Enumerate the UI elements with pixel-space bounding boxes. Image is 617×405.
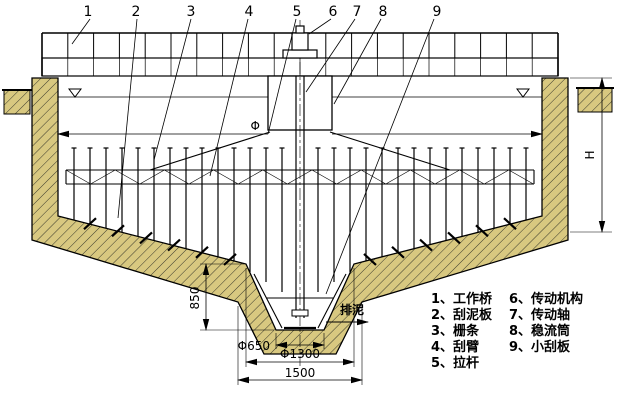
callout-5: 5 [293,4,302,20]
mud-scraper-blades [83,217,517,266]
dim-label-1300: Φ1300 [280,347,320,361]
dim-label-phi: Φ [251,119,260,133]
leader-line-8 [333,18,382,105]
arm-brace [336,169,362,185]
dimension-H: H [570,77,612,233]
water-level-icon [68,88,82,98]
ground-hatch-right [577,87,613,113]
legend-item-7: 7、传动轴 [509,307,570,323]
leader-line-4 [209,18,249,177]
dimension-850: 850 [188,263,274,331]
arm-brace [188,169,214,185]
drive-shaft [295,20,305,366]
scraper-blade [503,217,517,230]
callouts: 1 2 3 4 5 6 7 8 9 [71,4,442,295]
callout-3: 3 [187,4,196,20]
dim-label-H: H [583,150,597,159]
legend-item-3: 3、栅条 [431,323,480,339]
arm-brace [90,169,116,185]
legend-item-6: 6、传动机构 [509,291,583,307]
pit-scraper-right [317,273,347,329]
callout-2: 2 [132,4,141,20]
leader-line-9 [325,18,435,295]
callout-8: 8 [379,4,388,20]
tie-rod-right [329,131,451,171]
scraper-blade [419,238,433,252]
leader-line-3 [153,18,192,161]
tie-rods [149,131,451,171]
legend-item-8: 8、稳流筒 [509,323,570,339]
ground-right [576,87,614,113]
callout-9: 9 [433,4,442,20]
arm-brace [508,169,534,185]
drive-mechanism [282,25,318,59]
arm-brace [139,169,165,185]
leader-line-1 [71,18,91,45]
scraper-blade [391,245,405,259]
drive-motor-body [291,32,309,51]
grid-bars [71,147,529,292]
scraper-blade [167,238,181,252]
scraper-blade [111,224,125,238]
callout-6: 6 [329,4,338,20]
scraper-blade [139,231,153,245]
scraper-blade [363,253,377,266]
leader-line-5 [267,18,297,135]
dim-label-850: 850 [188,287,202,310]
sludge-discharge-label: 排泥 [340,302,364,317]
callout-7: 7 [353,4,362,20]
arm-brace [311,169,337,185]
dimension-diameter: Φ [57,119,543,138]
sludge-discharge: 排泥 [326,302,369,326]
leader-line-2 [117,18,138,219]
legend-item-9: 9、小刮板 [509,339,571,355]
scraper-blade [475,224,489,238]
legend-item-5: 5、拉杆 [431,355,479,371]
scraper-blade [223,253,237,266]
legend-item-2: 2、刮泥板 [431,307,493,323]
arm-brace [164,169,190,185]
legend-item-1: 1、工作桥 [431,291,493,307]
scraper-blade [195,245,209,259]
callout-4: 4 [245,4,254,20]
leader-line-7 [305,18,356,93]
dim-label-650: Φ650 [238,339,270,353]
dim-label-1500: 1500 [285,366,316,380]
tank-concrete-section [31,77,569,355]
ground-hatch-left [3,89,31,115]
drive-motor-cap [295,25,305,34]
dimension-1500: 1500 [237,306,363,385]
legend-item-4: 4、刮臂 [431,339,479,355]
scraper-blade [447,231,461,245]
arm-brace [115,169,140,185]
water-level-icon [516,88,530,98]
scraper-blade [83,217,97,230]
callout-1: 1 [84,4,93,20]
arm-brace [65,169,91,185]
water-level [58,88,542,98]
dimension-1300: Φ1300 [245,268,355,367]
leader-line-6 [308,18,332,35]
arm-brace [484,169,509,185]
pit-scraper-left [253,273,283,329]
legend: 1、工作桥 2、刮泥板 3、栅条 4、刮臂 5、拉杆 6、传动机构 7、传动轴 … [431,291,583,371]
arm-brace [434,169,460,185]
ground-left [2,89,32,115]
pit-small-scraper [253,273,347,330]
bridge-railing-posts [41,33,559,76]
arm-brace [262,169,288,185]
arm-brace [459,169,485,185]
pit-scraper-hub [291,309,309,317]
tie-rod-left [149,131,271,171]
